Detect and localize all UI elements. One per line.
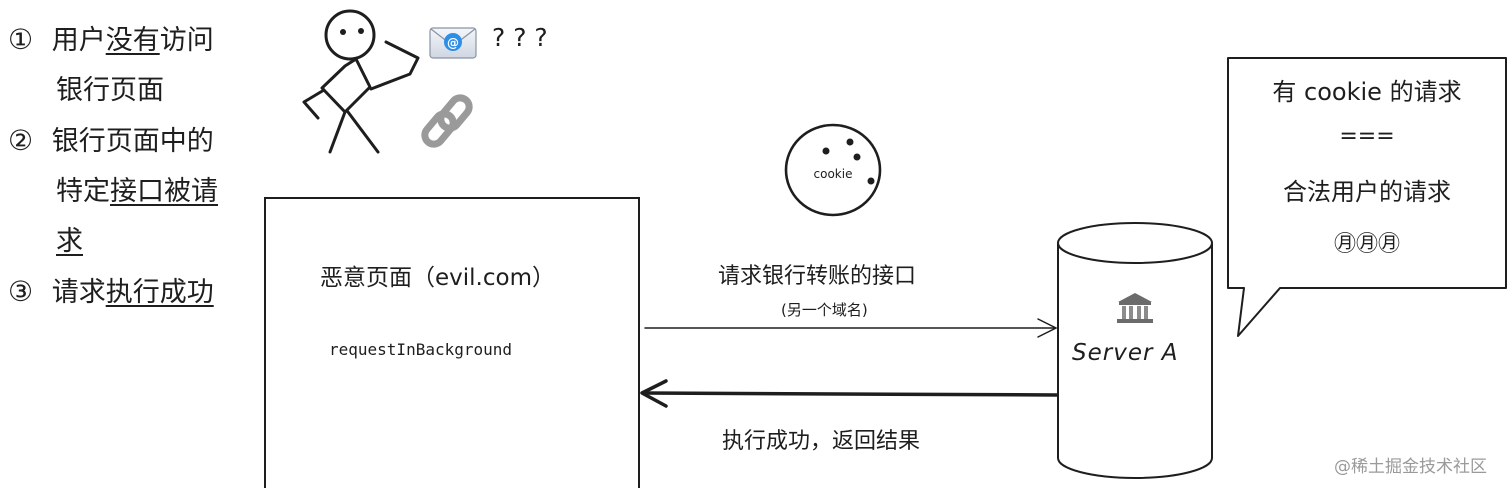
evil-page-function: requestInBackground [329,340,513,359]
step-2-line-2: 特定接口被请 [8,167,218,217]
step-1-text-end: 访问 [159,25,214,56]
step-2-text: 银行页面中的 [51,126,214,157]
step-2-number: ② [8,124,34,157]
request-arrow [644,318,1058,338]
step-3-underline: 执行成功 [105,277,214,308]
step-1: ① 用户没有访问 [8,15,218,66]
step-2-line-3-underline: 求 [56,226,83,257]
step-2-line-2-underline: 接口被请 [110,176,218,207]
callout-line-3: 合法用户的请求 [1283,178,1451,206]
cookie-label: cookie [814,167,853,181]
step-2-line-2-text: 特定 [56,176,110,207]
step-1-underline: 没有 [105,25,160,56]
step-3: ③ 请求执行成功 [8,267,218,318]
callout-line-2: === [1339,124,1395,149]
question-marks: ? ? ? [492,23,548,52]
callout-bubble [1227,57,1507,337]
envelope-icon [429,27,477,59]
bank-icon [1117,293,1153,323]
link-icon [421,94,473,148]
steps-list: ① 用户没有访问 银行页面 ② 银行页面中的 特定接口被请 求 ③ 请求执行成功 [8,15,218,318]
callout-line-4: ㊊㊊㊊ [1333,232,1400,257]
cookie-icon [784,123,882,217]
request-sublabel: (另一个域名) [781,301,868,319]
step-2-line-3: 求 [8,217,218,267]
step-2: ② 银行页面中的 [8,116,218,167]
request-label: 请求银行转账的接口 [718,264,917,289]
step-1-text: 用户 [51,25,106,56]
email-at-symbol: @ [447,36,459,50]
callout-line-1: 有 cookie 的请求 [1272,78,1462,106]
step-1-number: ① [8,23,34,56]
evil-page-box [264,197,640,488]
response-label: 执行成功，返回结果 [722,429,921,454]
step-3-number: ③ [8,275,34,308]
watermark: @稀土掘金技术社区 [1334,457,1487,477]
evil-page-title: 恶意页面（evil.com） [320,265,555,291]
server-label: Server A [1072,340,1179,366]
step-3-text: 请求 [51,277,106,308]
response-arrow [640,379,1059,408]
step-1-line-2: 银行页面 [56,75,164,106]
stick-figure-icon [302,9,420,154]
server-cylinder [1057,222,1213,479]
